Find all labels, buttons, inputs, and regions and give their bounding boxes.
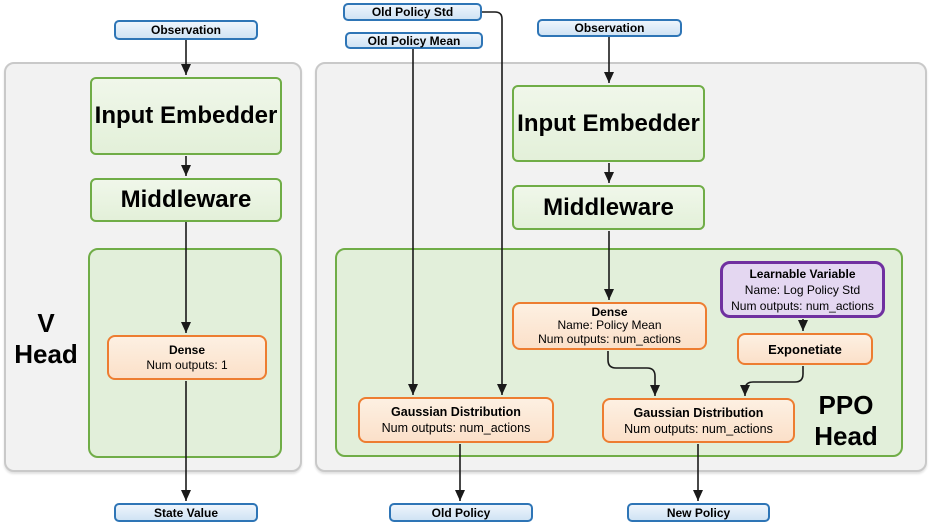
node-input-embedder-right-label: Input Embedder (517, 109, 700, 137)
node-dense-policy-mean-line3: Num outputs: num_actions (538, 331, 681, 346)
node-exponetiate-label: Exponetiate (768, 341, 842, 357)
node-gaussian-new-line2: Num outputs: num_actions (624, 421, 773, 436)
node-gaussian-new-title: Gaussian Distribution (633, 405, 764, 420)
node-observation-right: Observation (537, 19, 682, 37)
node-gaussian-old-title: Gaussian Distribution (391, 405, 521, 419)
node-dense-v: Dense Num outputs: 1 (107, 335, 267, 380)
node-input-embedder-right: Input Embedder (512, 85, 705, 162)
node-old-policy-std-label: Old Policy Std (371, 5, 454, 19)
node-old-policy-mean-label: Old Policy Mean (367, 33, 461, 48)
node-observation-left: Observation (114, 20, 258, 40)
node-middleware-left-label: Middleware (120, 186, 252, 213)
node-gaussian-old-line2: Num outputs: num_actions (381, 421, 531, 435)
v-head-label-line1: V (37, 308, 55, 338)
node-state-value: State Value (114, 503, 258, 522)
node-dense-v-line2: Num outputs: 1 (146, 357, 228, 372)
node-input-embedder-left: Input Embedder (90, 77, 282, 155)
node-input-embedder-left-label: Input Embedder (94, 102, 278, 129)
node-learnable-variable: Learnable Variable Name: Log Policy Std … (720, 261, 885, 318)
node-old-policy-std: Old Policy Std (343, 3, 482, 21)
node-observation-left-label: Observation (150, 23, 222, 37)
node-dense-policy-mean-line2: Name: Policy Mean (557, 318, 662, 333)
node-dense-v-title: Dense (168, 342, 206, 357)
ppo-head-label-line1: PPO (818, 390, 874, 420)
node-new-policy: New Policy (627, 503, 770, 522)
ppo-head-label-line2: Head (814, 421, 878, 451)
node-gaussian-distribution-old: Gaussian Distribution Num outputs: num_a… (358, 397, 554, 443)
ppo-head-label: PPO Head (808, 390, 884, 452)
node-dense-policy-mean-title: Dense (591, 304, 628, 319)
node-middleware-left: Middleware (90, 178, 282, 222)
v-head-label-line2: Head (14, 339, 78, 369)
node-middleware-right-label: Middleware (543, 193, 674, 221)
node-learnable-variable-title: Learnable Variable (749, 266, 856, 281)
node-middleware-right: Middleware (512, 185, 705, 230)
node-exponetiate: Exponetiate (737, 333, 873, 365)
node-observation-right-label: Observation (574, 21, 645, 35)
node-old-policy: Old Policy (389, 503, 533, 522)
node-old-policy-label: Old Policy (431, 505, 491, 520)
node-state-value-label: State Value (153, 505, 219, 520)
node-learnable-variable-line3: Num outputs: num_actions (731, 298, 874, 313)
node-new-policy-label: New Policy (666, 505, 731, 520)
node-old-policy-mean: Old Policy Mean (345, 32, 483, 49)
node-dense-policy-mean: Dense Name: Policy Mean Num outputs: num… (512, 302, 707, 350)
node-learnable-variable-line2: Name: Log Policy Std (744, 282, 861, 297)
v-head-label: V Head (8, 308, 84, 370)
node-gaussian-distribution-new: Gaussian Distribution Num outputs: num_a… (602, 398, 795, 443)
